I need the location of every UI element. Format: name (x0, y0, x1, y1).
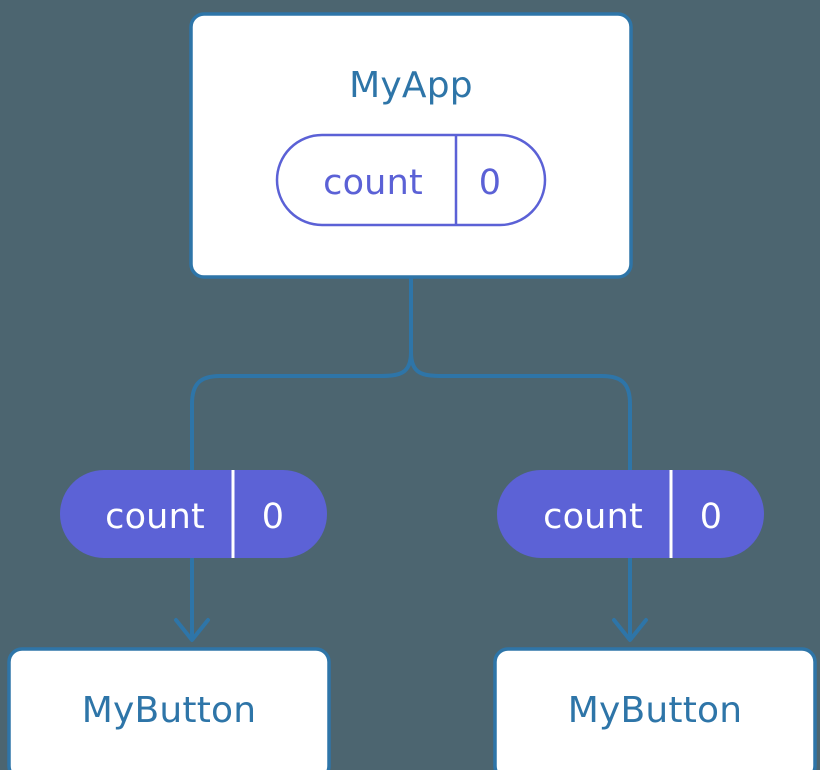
right-component-node[interactable]: MyButton (493, 647, 817, 770)
root-state-pill-border (275, 133, 547, 227)
root-state-value: 0 (479, 163, 501, 203)
right-state-name: count (543, 497, 643, 537)
connector-group (174, 278, 648, 642)
left-state-name: count (105, 497, 205, 537)
left-state-pill-body[interactable] (60, 470, 327, 558)
right-state-value: 0 (700, 497, 722, 537)
left-component-title: MyButton (82, 690, 257, 731)
root-state-name: count (323, 163, 423, 203)
root-component-border (189, 12, 633, 279)
left-component-border (7, 647, 331, 770)
left-component-node[interactable]: MyButton (7, 647, 331, 770)
connector-right-branch (409, 351, 632, 480)
left-branch-group: count 0 MyButton (7, 470, 331, 770)
root-state-pill-body[interactable] (277, 135, 545, 225)
right-branch-group: count 0 MyButton (493, 470, 817, 770)
connector-left-branch (190, 351, 413, 480)
right-component-box[interactable] (495, 649, 815, 770)
root-component-node[interactable]: MyApp count 0 (189, 12, 633, 279)
right-state-pill[interactable]: count 0 (497, 470, 764, 558)
right-arrowhead-icon (612, 618, 648, 642)
right-state-pill-body[interactable] (497, 470, 764, 558)
root-component-title: MyApp (349, 65, 473, 106)
left-state-value: 0 (262, 497, 284, 537)
left-state-pill[interactable]: count 0 (60, 470, 327, 558)
left-arrowhead-icon (174, 618, 210, 642)
root-state-pill[interactable]: count 0 (275, 133, 547, 227)
right-component-title: MyButton (568, 690, 743, 731)
right-component-border (493, 647, 817, 770)
left-component-box[interactable] (9, 649, 329, 770)
